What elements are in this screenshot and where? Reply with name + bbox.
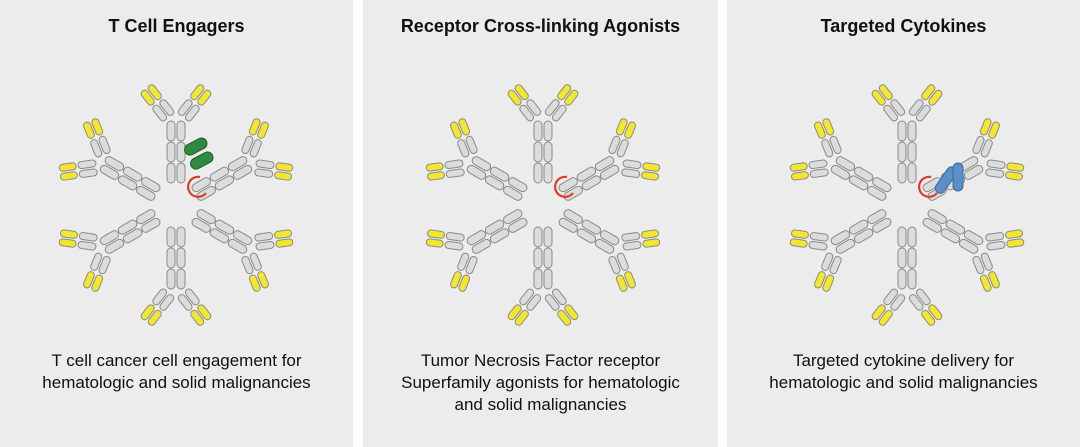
- antibody-arm-icon: [558, 118, 661, 201]
- hexamer-molecule-icon: [58, 84, 294, 326]
- panel-description: Targeted cytokine delivery for hematolog…: [769, 351, 1038, 392]
- antibody-arm-icon: [191, 209, 294, 292]
- hexavalent-antibody-diagram: [425, 84, 661, 326]
- antibody-arm-icon: [922, 118, 1025, 201]
- panel-t-cell-engagers: T Cell Engagers T cell cancer cell engag…: [0, 0, 353, 447]
- linker-arc-icon: [187, 175, 207, 198]
- panel-description: T cell cancer cell engagement for hemato…: [42, 351, 311, 392]
- panel-title: Receptor Cross-linking Agonists: [400, 16, 681, 36]
- hexamer-molecule-icon: [789, 84, 1025, 326]
- antibody-arm-icon: [871, 84, 943, 184]
- panel-receptor-cross-linking-agonists: Receptor Cross-linking Agonists Tumor Ne…: [363, 0, 718, 447]
- antibody-arm-icon: [191, 118, 294, 201]
- hexavalent-antibody-diagram: [58, 84, 294, 326]
- antibody-arm-icon: [922, 209, 1025, 292]
- panel-title: Targeted Cytokines: [820, 16, 987, 36]
- antibody-arm-icon: [789, 209, 892, 292]
- panel-description: Tumor Necrosis Factor receptor Superfami…: [401, 351, 680, 414]
- hexamer-molecule-icon: [425, 84, 661, 326]
- antibody-arm-icon: [58, 118, 161, 201]
- antibody-arm-icon: [789, 118, 892, 201]
- antibody-arm-icon: [58, 209, 161, 292]
- panel-targeted-cytokines: Targeted Cytokines Targeted cytokine del…: [727, 0, 1080, 447]
- antibody-arm-icon: [425, 118, 528, 201]
- green-binder-icon: [184, 137, 214, 170]
- antibody-arm-icon: [507, 84, 579, 184]
- hexavalent-antibody-diagram: [789, 84, 1025, 326]
- panel-title: T Cell Engagers: [108, 16, 245, 36]
- antibody-arm-icon: [425, 209, 528, 292]
- linker-arc-icon: [554, 175, 574, 198]
- antibody-arm-icon: [140, 84, 212, 184]
- antibody-arm-icon: [871, 226, 943, 326]
- antibody-arm-icon: [558, 209, 661, 292]
- linker-arc-icon: [918, 175, 938, 198]
- cytokine-icon: [934, 162, 964, 194]
- antibody-arm-icon: [507, 226, 579, 326]
- antibody-arm-icon: [140, 226, 212, 326]
